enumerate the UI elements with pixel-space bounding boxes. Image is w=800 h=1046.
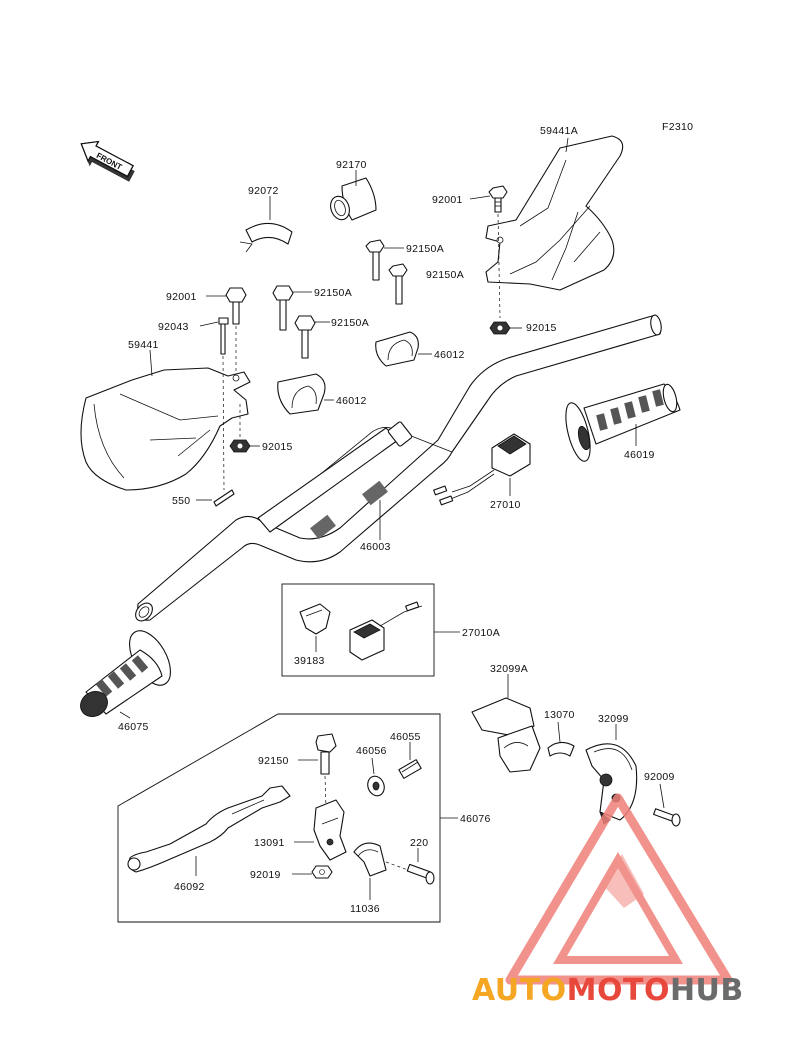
label-13091: 13091 <box>254 837 285 849</box>
label-46003: 46003 <box>360 541 391 553</box>
label-92150A-r2: 92150A <box>426 269 464 281</box>
front-arrow-icon: FRONT <box>80 140 135 182</box>
label-46012-b: 46012 <box>336 395 367 407</box>
label-32099A: 32099A <box>490 663 528 675</box>
cable-13070 <box>547 741 575 757</box>
throttle-housing-32099A <box>471 697 541 773</box>
label-59441A: 59441A <box>540 125 578 137</box>
label-220: 220 <box>410 837 428 849</box>
watermark-auto: AUTO <box>472 973 567 1008</box>
bolt-220 <box>406 863 435 885</box>
label-27010: 27010 <box>490 499 521 511</box>
label-46012-a: 46012 <box>434 349 465 361</box>
label-92170: 92170 <box>336 159 367 171</box>
nut-92015-top <box>489 321 511 335</box>
diagram-code: F2310 <box>662 121 693 133</box>
bolt-92150A-r3 <box>388 263 408 305</box>
clamp-46012-a <box>375 331 419 367</box>
hand-guard-left <box>80 367 251 491</box>
label-92015-top: 92015 <box>526 322 557 334</box>
label-92150A-r1: 92150A <box>406 243 444 255</box>
label-27010A: 27010A <box>462 627 500 639</box>
lever-holder-13091 <box>313 799 347 861</box>
label-92019: 92019 <box>250 869 281 881</box>
bolt-92150 <box>315 733 337 775</box>
watermark-logo-icon <box>505 793 733 985</box>
group-box-27010A <box>281 583 435 677</box>
cotter-pin-550 <box>213 489 235 507</box>
label-92009: 92009 <box>644 771 675 783</box>
clip-39183 <box>299 603 331 635</box>
switch-27010 <box>433 433 531 506</box>
label-46056: 46056 <box>356 745 387 757</box>
label-13070: 13070 <box>544 709 575 721</box>
label-92001-left: 92001 <box>166 291 197 303</box>
label-46055: 46055 <box>390 731 421 743</box>
label-92043: 92043 <box>158 321 189 333</box>
label-39183: 39183 <box>294 655 325 667</box>
screw-92009 <box>653 808 681 827</box>
pin-92043 <box>218 317 229 355</box>
watermark-hub: HUB <box>670 973 744 1008</box>
group-box-46076 <box>117 713 441 923</box>
clutch-lever-46092 <box>127 785 291 873</box>
bolt-92150A-l1 <box>272 285 294 331</box>
bolt-92001-left <box>225 287 247 325</box>
label-92150: 92150 <box>258 755 289 767</box>
label-92150A-l2: 92150A <box>331 317 369 329</box>
band-92072 <box>239 222 293 253</box>
label-11036: 11036 <box>350 903 380 915</box>
label-46019: 46019 <box>624 449 655 461</box>
label-92072: 92072 <box>248 185 279 197</box>
watermark-text: AUTOMOTOHUB <box>472 973 744 1008</box>
label-550: 550 <box>172 495 190 507</box>
label-46075: 46075 <box>118 721 149 733</box>
clamp-46012-b <box>277 373 326 415</box>
adjuster-46055 <box>398 759 422 779</box>
label-46076: 46076 <box>460 813 491 825</box>
label-59441: 59441 <box>128 339 159 351</box>
nut-92019 <box>311 865 333 879</box>
grip-right-46019 <box>565 383 681 462</box>
bolt-92001-top <box>488 185 508 213</box>
clamp-11036 <box>353 842 387 877</box>
label-92001-top: 92001 <box>432 194 463 206</box>
label-92150A-l1: 92150A <box>314 287 352 299</box>
nut-92015-left <box>229 439 251 453</box>
handlebar-46003 <box>135 314 662 622</box>
collar-92170 <box>330 177 377 221</box>
bolt-92150A-r1 <box>365 239 385 281</box>
label-32099: 32099 <box>598 713 629 725</box>
label-92015-left: 92015 <box>262 441 293 453</box>
grip-left-46075 <box>80 630 171 717</box>
hand-guard-right <box>485 135 624 291</box>
watermark-moto: MOTO <box>567 973 670 1008</box>
bolt-92150A-l2 <box>294 315 316 359</box>
label-46092: 46092 <box>174 881 205 893</box>
adjuster-46056 <box>367 775 385 797</box>
switch-box-27010A <box>349 601 423 661</box>
